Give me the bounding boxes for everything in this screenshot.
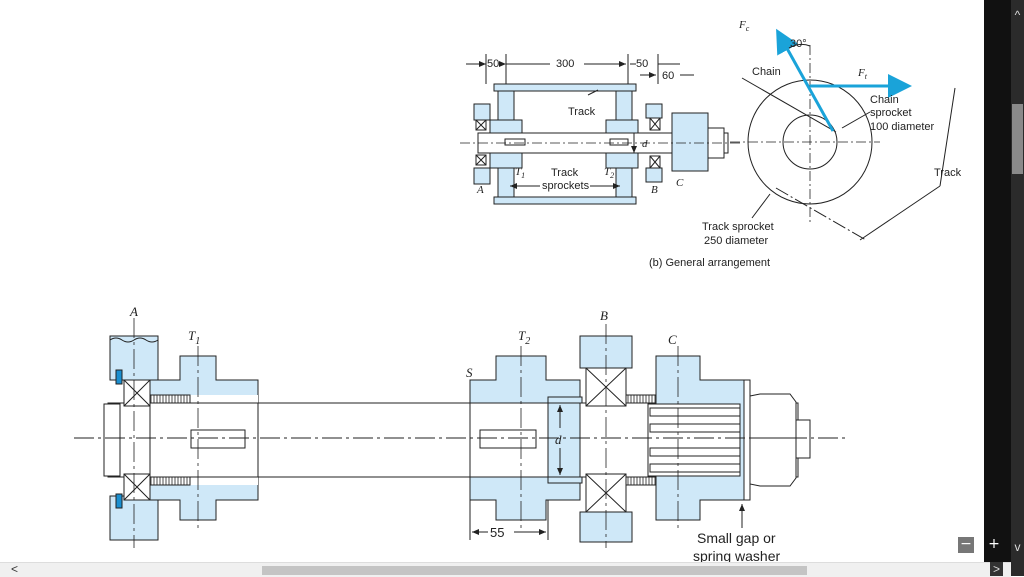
label-d-bottom: d <box>555 432 562 447</box>
label-ft: Ft <box>857 67 868 81</box>
label-d-top: d <box>642 138 648 150</box>
label-a-top: A <box>476 184 484 196</box>
label-track-sprocket-1: Track sprocket <box>702 221 774 233</box>
label-c-top: C <box>676 177 684 189</box>
scroll-left-icon[interactable]: < <box>10 562 18 576</box>
label-t1-top: T1 <box>515 166 525 180</box>
dim-300: 300 <box>556 58 574 70</box>
zoom-out-button[interactable]: − <box>958 537 974 553</box>
label-t2-top: T2 <box>604 166 614 180</box>
shaft-assembly-diagram: 50 300 50 60 Track d T1 T2 Track sprocke… <box>74 19 962 562</box>
label-track-force: Track <box>934 167 962 179</box>
label-chain-sprocket-3: 100 diameter <box>870 121 935 133</box>
horizontal-scrollbar-thumb[interactable] <box>262 566 807 575</box>
horizontal-scrollbar[interactable] <box>0 562 1011 577</box>
caption-general-arrangement: (b) General arrangement <box>649 257 770 269</box>
general-arrangement-view: 50 300 50 60 Track d T1 T2 Track sprocke… <box>460 54 770 269</box>
vertical-scrollbar[interactable] <box>1011 0 1024 576</box>
dim-55: 55 <box>490 525 504 540</box>
label-a-bottom: A <box>129 304 138 319</box>
label-gap-2: spring washer <box>693 548 780 562</box>
dim-50-right: 50 <box>636 58 648 70</box>
label-t1-bottom: T1 <box>188 328 200 347</box>
label-gap-1: Small gap or <box>697 530 776 546</box>
scroll-up-icon[interactable]: ^ <box>1014 8 1021 22</box>
label-s: S <box>466 365 473 380</box>
label-track-top: Track <box>568 106 596 118</box>
dim-50-left: 50 <box>487 58 499 70</box>
zoom-in-button[interactable]: + <box>986 537 1002 553</box>
vertical-scrollbar-thumb[interactable] <box>1012 104 1023 174</box>
label-b-top: B <box>651 184 658 196</box>
force-diagram: Fc 30° Chain Ft Chain sprocket 100 diame… <box>702 19 962 247</box>
label-track-sprockets-1: Track <box>551 167 579 179</box>
label-chain-sprocket-1: Chain <box>870 94 899 106</box>
label-b-bottom: B <box>600 308 608 323</box>
label-chain: Chain <box>752 66 781 78</box>
label-track-sprocket-2: 250 diameter <box>704 235 769 247</box>
scroll-down-icon[interactable]: v <box>1014 540 1021 554</box>
label-chain-sprocket-2: sprocket <box>870 107 912 119</box>
section-view: A T1 T2 S B C d 55 Small gap or spring w… <box>74 304 846 562</box>
label-fc: Fc <box>738 19 750 33</box>
dim-60: 60 <box>662 70 674 82</box>
label-t2-bottom: T2 <box>518 328 530 347</box>
label-angle: 30° <box>790 38 807 50</box>
label-track-sprockets-2: sprockets <box>542 180 590 192</box>
label-c-bottom: C <box>668 332 677 347</box>
scroll-right-icon[interactable]: > <box>990 562 1003 576</box>
